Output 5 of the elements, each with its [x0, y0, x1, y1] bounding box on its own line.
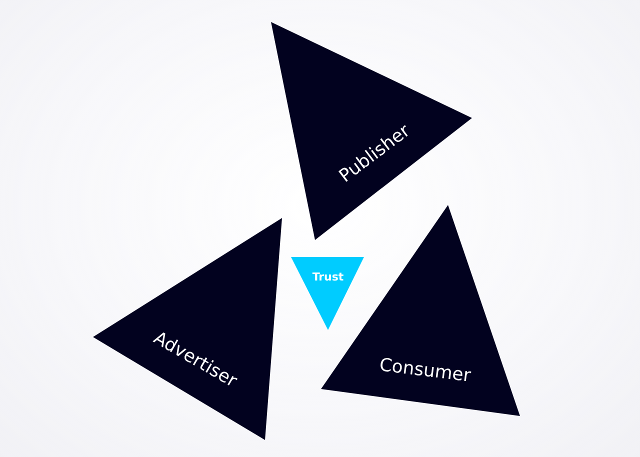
triangle — [291, 257, 364, 330]
triangle — [271, 22, 472, 240]
triangle — [93, 218, 282, 440]
node-label: Trust — [312, 272, 344, 282]
node-label: Consumer — [378, 356, 472, 386]
